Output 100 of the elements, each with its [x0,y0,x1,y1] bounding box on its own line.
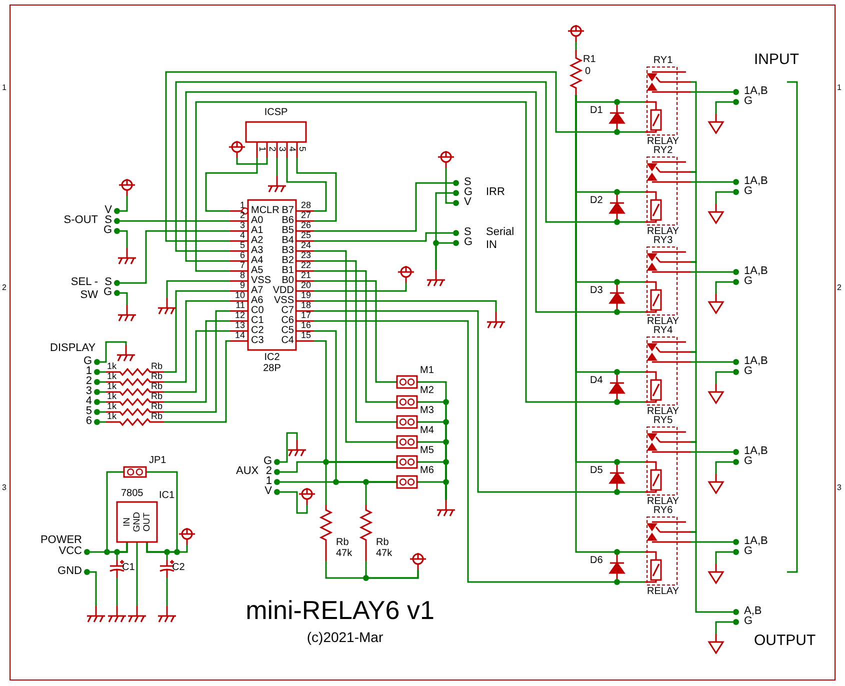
wire [314,260,397,423]
component-value: 0 [585,67,591,77]
connector-label: DISPLAY [50,343,96,354]
pin-number: 6 [240,251,245,260]
pin-number: 20 [301,281,312,290]
wire [575,95,617,553]
wire [617,581,645,583]
pin-number: 26 [301,221,312,230]
wire [691,541,733,543]
terminal-label: V [104,205,112,216]
component-label: M2 [420,386,434,396]
component-label: M5 [420,446,434,456]
wire [136,542,138,606]
wire [314,270,397,403]
wire [100,401,106,403]
component-label: D5 [590,466,603,476]
wire [617,461,645,463]
pin-name: IN [122,518,132,526]
section-label: OUTPUT [754,633,816,648]
component-value: RELAY [646,227,680,237]
component-label: D2 [590,196,603,206]
component-value: 1k [107,362,117,371]
pin-name: OUT [142,512,152,532]
terminal-label: 1A,B [744,446,768,457]
pin-number: 5 [298,146,306,152]
pin-name: A1 [251,226,264,236]
terminal-label: G [263,456,272,467]
component-label: RY2 [653,146,673,156]
terminal-label: 1 [86,366,92,377]
terminal-label: 2 [86,376,92,387]
pin-number: 5 [240,241,245,250]
component-label: Rb [151,382,163,391]
component-label: Rb [151,392,163,401]
component-label: Rb [151,412,163,421]
component-value: 47k [376,549,392,559]
terminal-label: S [104,215,112,226]
connector-label: Serial IN [486,226,516,252]
wire [185,91,617,313]
pin-number: 25 [301,231,312,240]
pin-number: 16 [301,321,312,330]
terminal-label: S [464,177,472,188]
pin-name: C3 [251,336,264,346]
section-label: INPUT [754,52,799,67]
terminal-label: 1A,B [744,356,768,367]
component-value: 7805 [121,489,144,499]
pin-name: B6 [282,216,294,226]
connector-label: S-OUT [64,215,98,226]
wire [120,220,230,222]
wire [164,320,230,403]
terminal-label: G [744,366,753,377]
wire [691,351,697,443]
wire [715,621,733,634]
terminal-label: G [744,276,753,287]
wire [435,242,453,270]
terminal-label: 4 [86,396,92,407]
terminal-label: 1A,B [744,536,768,547]
component-label: Rb [151,362,163,371]
terminal-label: VCC [58,546,82,557]
wire [715,191,733,204]
component-label: RY6 [653,506,673,516]
terminal-label: 1A,B [744,86,768,97]
terminal-label: G [103,225,112,236]
wire [100,421,106,423]
pin-number: 24 [301,241,312,250]
wire [314,280,397,383]
wire [90,571,97,606]
pin-number: 14 [234,331,245,340]
grid-reference: 1 [2,84,6,92]
wire [205,158,258,212]
pin-number: 11 [236,301,245,310]
component-label: RY4 [653,326,673,336]
component-label: Rb [151,372,163,381]
wire [120,292,128,305]
terminal-label: G [744,96,753,107]
pin-name: MCLR [251,206,280,216]
wire [691,81,697,173]
wire [100,391,106,393]
pin-name: B7 [282,206,294,216]
wire [164,290,230,373]
pin-number: 4 [288,146,296,152]
wire [116,578,118,606]
pin-number: 4 [240,231,245,240]
wire [617,371,645,373]
pin-number: 1 [258,146,266,152]
terminal-label: 3 [86,386,92,397]
wire [280,491,308,514]
component-value: 47k [336,549,352,559]
connector-label: SEL -SW [70,276,98,302]
grid-reference: 1 [837,84,842,92]
wire [715,371,733,384]
wire [691,451,733,453]
component-label: Rb [336,538,349,548]
component-value: 1k [107,382,117,391]
component-label: JP1 [149,456,166,466]
component-value: RELAY [646,497,680,507]
terminal-label: 6 [86,416,92,427]
component-label: Rb [151,402,163,411]
pin-number: 13 [234,321,245,330]
pin-number: 15 [301,331,312,340]
component-label: D3 [590,286,603,296]
